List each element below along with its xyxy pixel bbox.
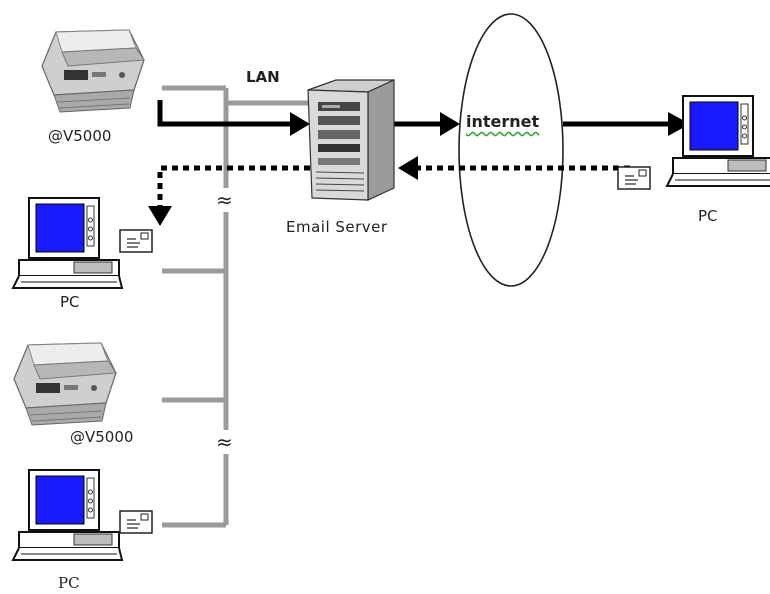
scanner-top-label: @V5000	[48, 127, 112, 145]
scanner-bottom-label: @V5000	[70, 428, 134, 446]
arrow-scan-to-server	[157, 100, 310, 136]
envelope-icon	[617, 166, 651, 190]
pc-left-2-label: PC	[58, 574, 80, 592]
arrow-internet-to-pc	[563, 112, 690, 136]
pc-left-1-label: PC	[60, 293, 80, 311]
pc-right-label: PC	[698, 207, 718, 225]
arrow-server-to-internet	[392, 112, 460, 136]
lan-break-mark: ≈	[216, 188, 233, 212]
scanner-icon	[13, 342, 117, 426]
pc-icon	[666, 95, 770, 187]
lan-wiring	[162, 85, 318, 528]
lan-break-mark: ≈	[216, 430, 233, 454]
arrow-pc-to-server-email	[398, 156, 630, 180]
scanner-icon	[41, 29, 145, 113]
internet-cloud	[458, 13, 564, 287]
lan-label: LAN	[246, 68, 280, 86]
arrow-server-to-pc-left-email	[148, 165, 310, 226]
internet-label: internet	[466, 112, 540, 131]
envelope-icon	[119, 510, 153, 534]
server-icon	[307, 79, 395, 201]
pc-icon	[12, 197, 123, 289]
envelope-icon	[119, 229, 153, 253]
pc-icon	[12, 469, 123, 561]
email-server-label: Email Server	[286, 218, 388, 236]
